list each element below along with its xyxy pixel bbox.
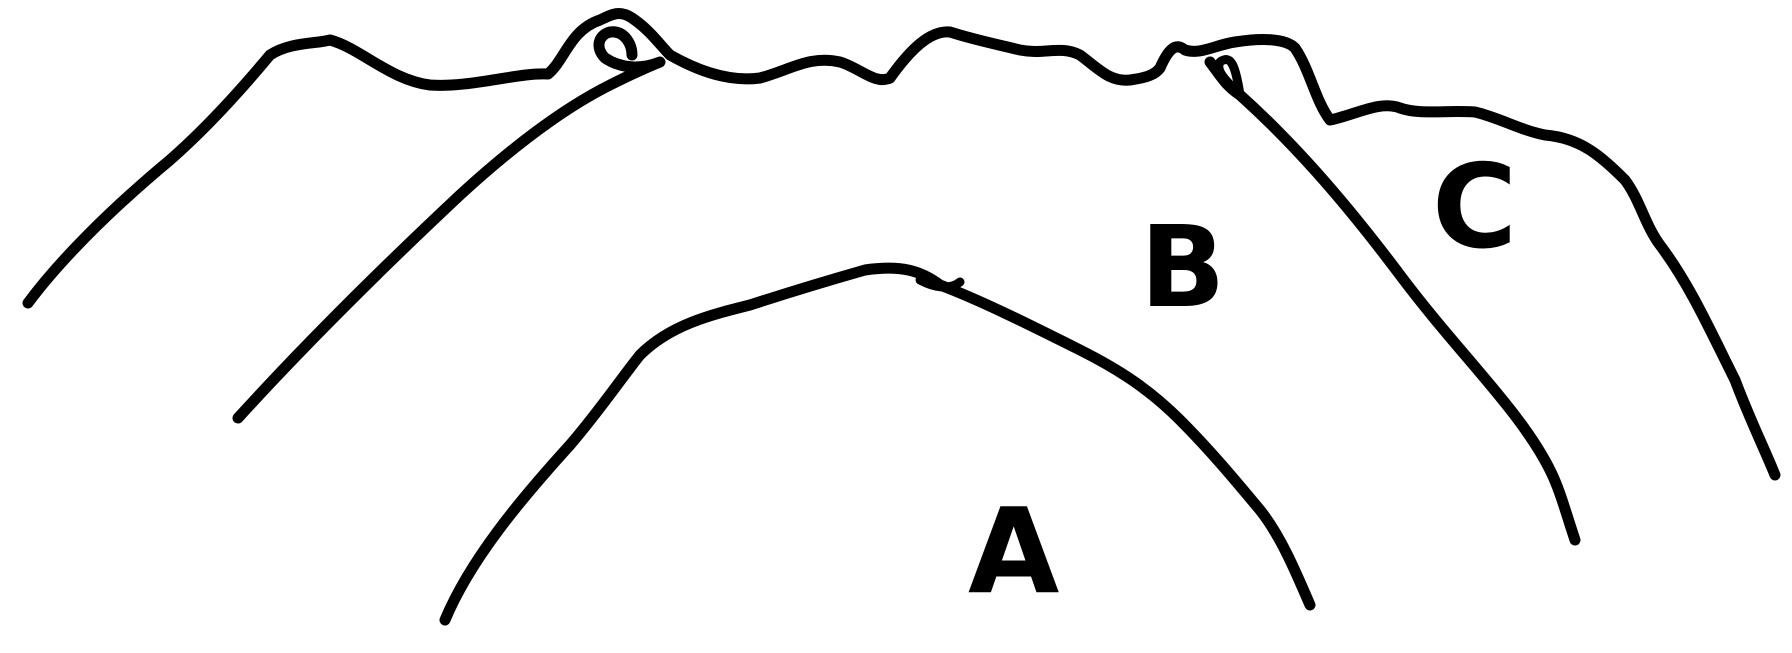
layer-b-right-loop xyxy=(1219,60,1240,95)
label-a: A xyxy=(968,492,1059,610)
label-b: B xyxy=(1140,212,1225,324)
label-c: C xyxy=(1432,150,1517,266)
